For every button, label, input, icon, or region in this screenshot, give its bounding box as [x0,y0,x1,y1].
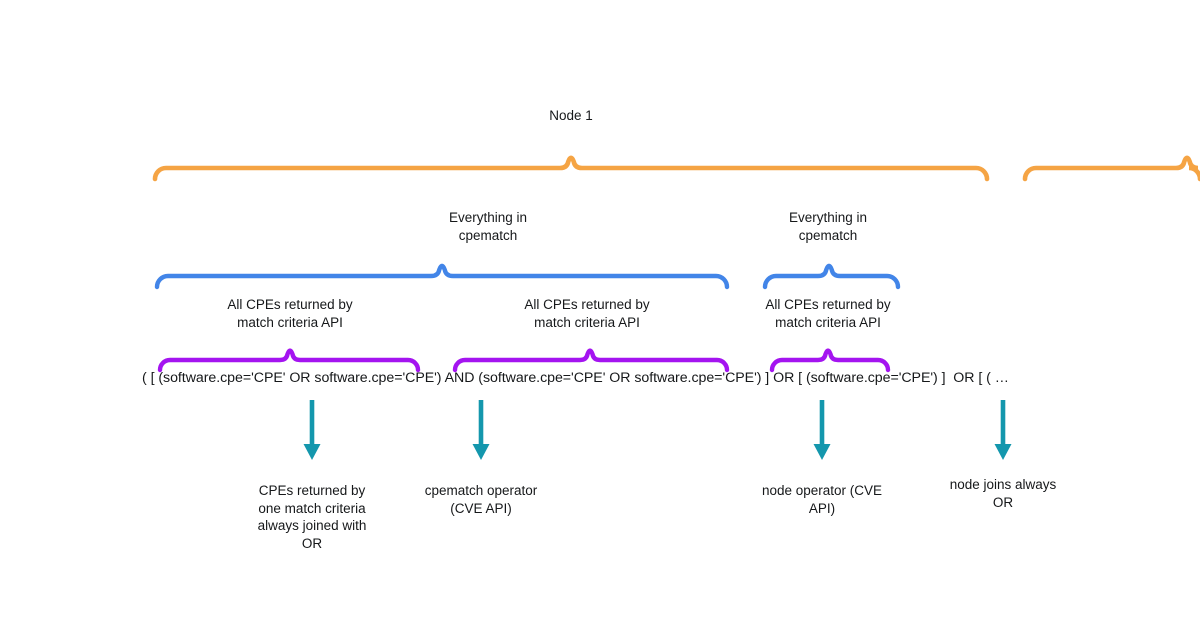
cpematch-label-1: Everything in cpematch [448,210,528,243]
purple-brace-2 [452,348,730,373]
arrow-head-1 [303,444,321,460]
annotation-node-joins-or: node joins always OR [949,477,1057,510]
arrow-head-3 [813,444,831,460]
annotation-node-operator: node operator (CVE API) [761,483,883,516]
arrow-head-2 [472,444,490,460]
arrow-head-4 [994,444,1012,460]
match-criteria-label-2: All CPEs returned by match criteria API [524,297,650,330]
node-title-label: Node 1 [549,108,593,123]
purple-brace-1 [157,348,421,373]
annotation-cpes-one-match-criteria: CPEs returned by one match criteria alwa… [257,483,367,551]
orange-brace-1 [152,155,990,182]
blue-brace-1 [154,263,730,290]
match-criteria-label-1: All CPEs returned by match criteria API [227,297,353,330]
blue-brace-group [154,263,901,290]
orange-brace-2 [1022,155,1200,182]
annotation-cpematch-operator: cpematch operator (CVE API) [424,483,538,516]
query-expression-text: ( [ (software.cpe='CPE' OR software.cpe=… [142,370,1009,386]
match-criteria-label-3: All CPEs returned by match criteria API [765,297,891,330]
purple-brace-3 [769,348,891,373]
orange-brace-group [152,155,1200,182]
blue-brace-2 [762,263,901,290]
arrow-group [303,400,1012,460]
purple-brace-group [157,348,891,373]
cpematch-label-2: Everything in cpematch [788,210,868,243]
